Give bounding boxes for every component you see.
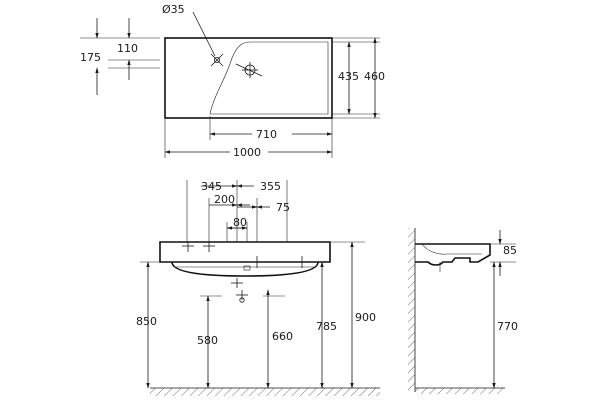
dim-1000: 1000 (233, 146, 261, 159)
front-hole-4-icon (296, 256, 308, 268)
side-floor-hatch (415, 388, 505, 394)
basin-underside (171, 261, 319, 277)
dim-770: 770 (497, 320, 518, 333)
dim-110: 110 (117, 42, 138, 55)
front-hole-2-icon (203, 242, 215, 252)
dim-660: 660 (272, 330, 293, 343)
dim-785: 785 (316, 320, 337, 333)
drain-fitting (243, 265, 251, 271)
dim-710: 710 (256, 128, 277, 141)
dim-345: 345 (201, 180, 222, 193)
dim-460: 460 (364, 70, 385, 83)
dim-580: 580 (197, 334, 218, 347)
top-view: Ø35 110 175 435 460 710 1000 (80, 3, 385, 159)
diameter-leader (192, 11, 216, 57)
wall-hatch (408, 228, 415, 392)
dim-diameter: Ø35 (162, 3, 185, 16)
dim-355: 355 (260, 180, 281, 193)
front-hole-1-icon (182, 242, 194, 252)
dim-435: 435 (338, 70, 359, 83)
dim-850: 850 (136, 315, 157, 328)
basin-bowl (209, 41, 329, 115)
tap-hole-icon (210, 53, 224, 67)
dim-75: 75 (276, 201, 290, 214)
basin-outline (164, 37, 333, 119)
basin-side (415, 243, 491, 266)
dim-200: 200 (214, 193, 235, 206)
side-view: 85 770 (408, 228, 518, 394)
dim-175: 175 (80, 51, 101, 64)
floor-hatch (150, 388, 380, 396)
dim-900: 900 (355, 311, 376, 324)
front-view: 345 355 200 75 80 850 580 660 785 900 (136, 180, 380, 396)
overflow-icon (235, 62, 263, 78)
dim-80: 80 (233, 216, 247, 229)
dim-85: 85 (503, 244, 517, 257)
front-hole-3-icon (251, 256, 263, 268)
basin-front (159, 241, 331, 263)
fixing-point-icon (200, 278, 285, 303)
